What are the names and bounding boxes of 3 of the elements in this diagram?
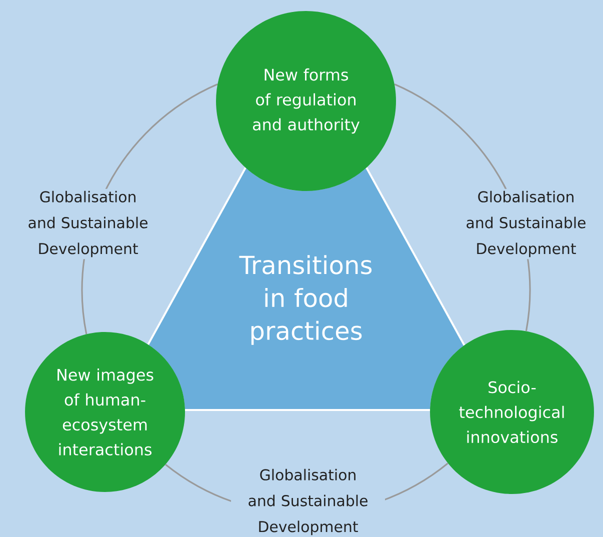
edge-label: Globalisation and Sustainable Development: [449, 188, 603, 260]
edge-label: Globalisation and Sustainable Development: [231, 466, 385, 537]
edge-label: Globalisation and Sustainable Development: [11, 188, 165, 260]
